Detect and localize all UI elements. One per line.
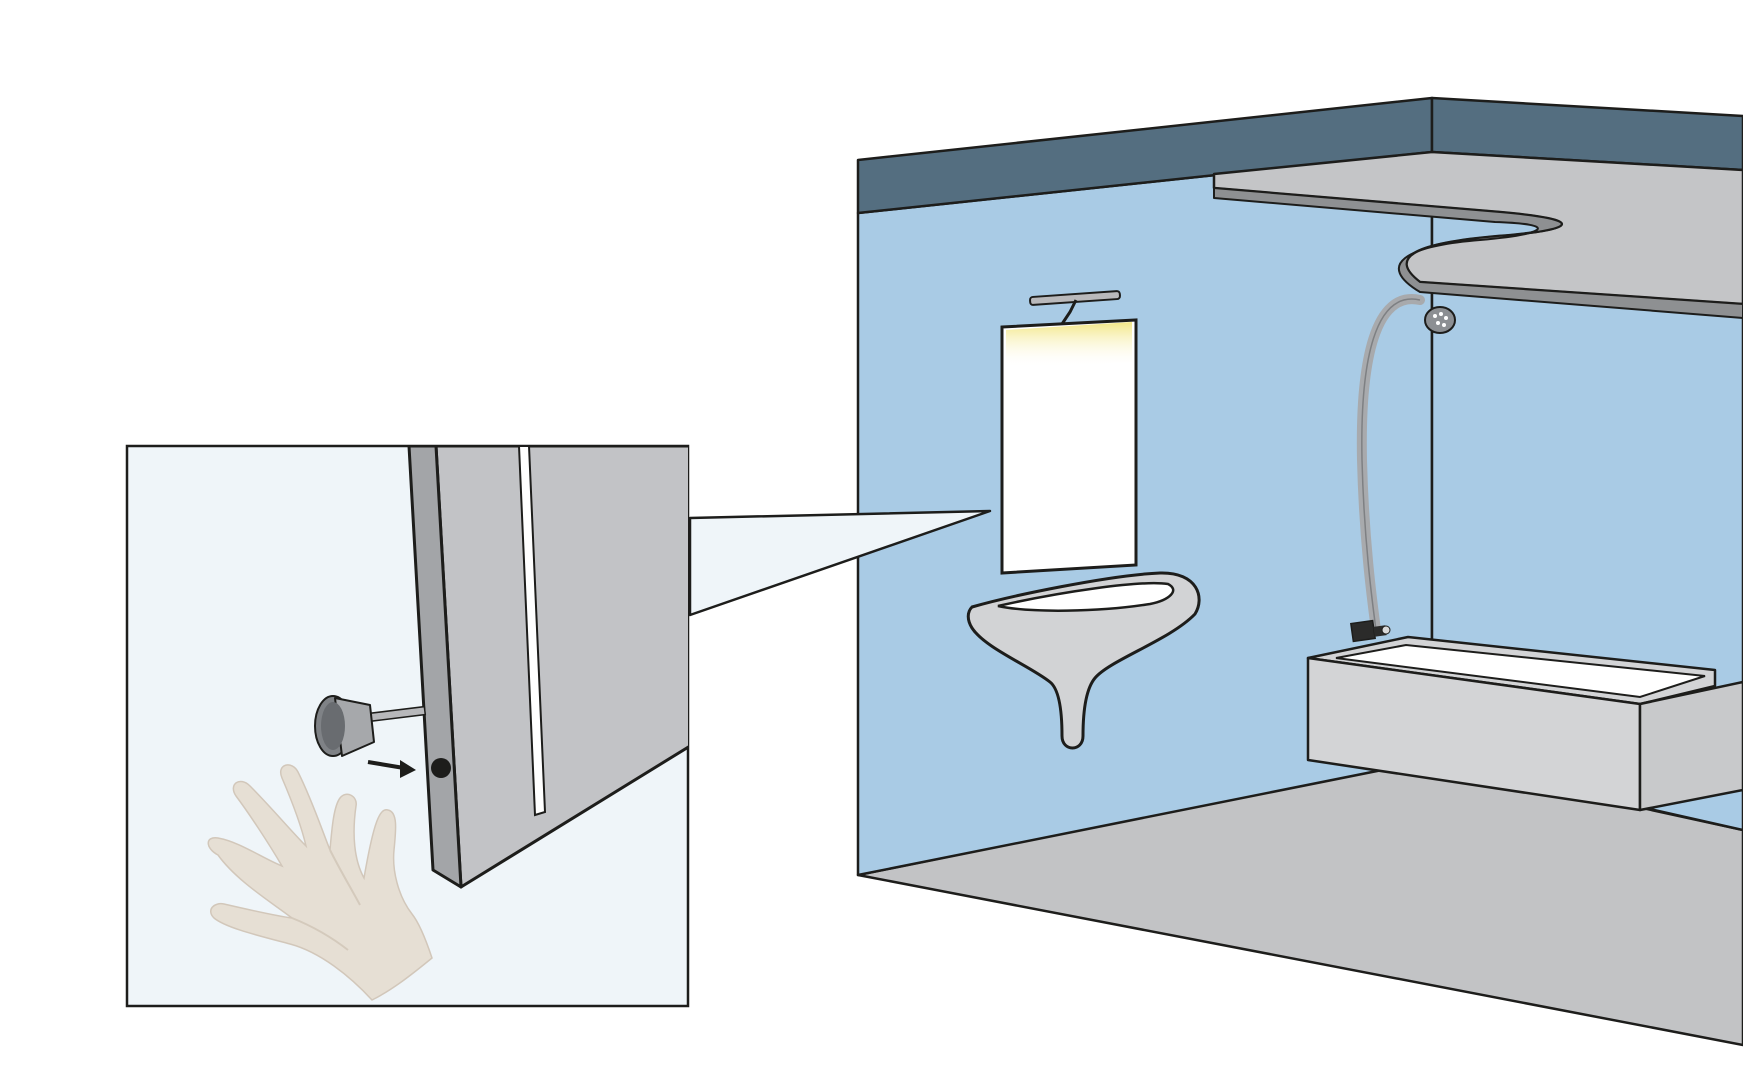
lamp-arm — [1060, 299, 1078, 325]
shower-head — [1424, 306, 1456, 334]
mirror — [1000, 318, 1138, 575]
bathtub-icon — [1306, 635, 1743, 812]
door-icon — [407, 446, 688, 889]
door-edge — [407, 446, 463, 889]
arrow-right-icon — [367, 760, 416, 778]
door-knob-icon — [314, 695, 427, 757]
bathroom-room — [856, 96, 1743, 1047]
ceiling-panel-edge — [1213, 187, 1743, 319]
motion-sensor-icon — [1350, 619, 1391, 643]
door-slot — [517, 446, 547, 817]
hand-icon — [207, 764, 433, 1001]
sink-icon — [966, 571, 1201, 750]
mirror-lamp-icon — [1000, 290, 1138, 575]
shower-head-icon — [1356, 294, 1456, 635]
detail-inset — [125, 444, 690, 1008]
ceiling-trim-right — [1430, 96, 1743, 172]
door-sensor-hole — [431, 758, 451, 778]
sink-basin — [966, 571, 1201, 750]
shower-hose-outline — [1361, 298, 1421, 631]
callout-wedge — [688, 509, 992, 617]
lamp-glow — [1006, 322, 1132, 368]
bathtub-side — [1638, 680, 1743, 812]
bathtub-inner — [1335, 643, 1706, 699]
sink-bowl — [997, 581, 1175, 612]
